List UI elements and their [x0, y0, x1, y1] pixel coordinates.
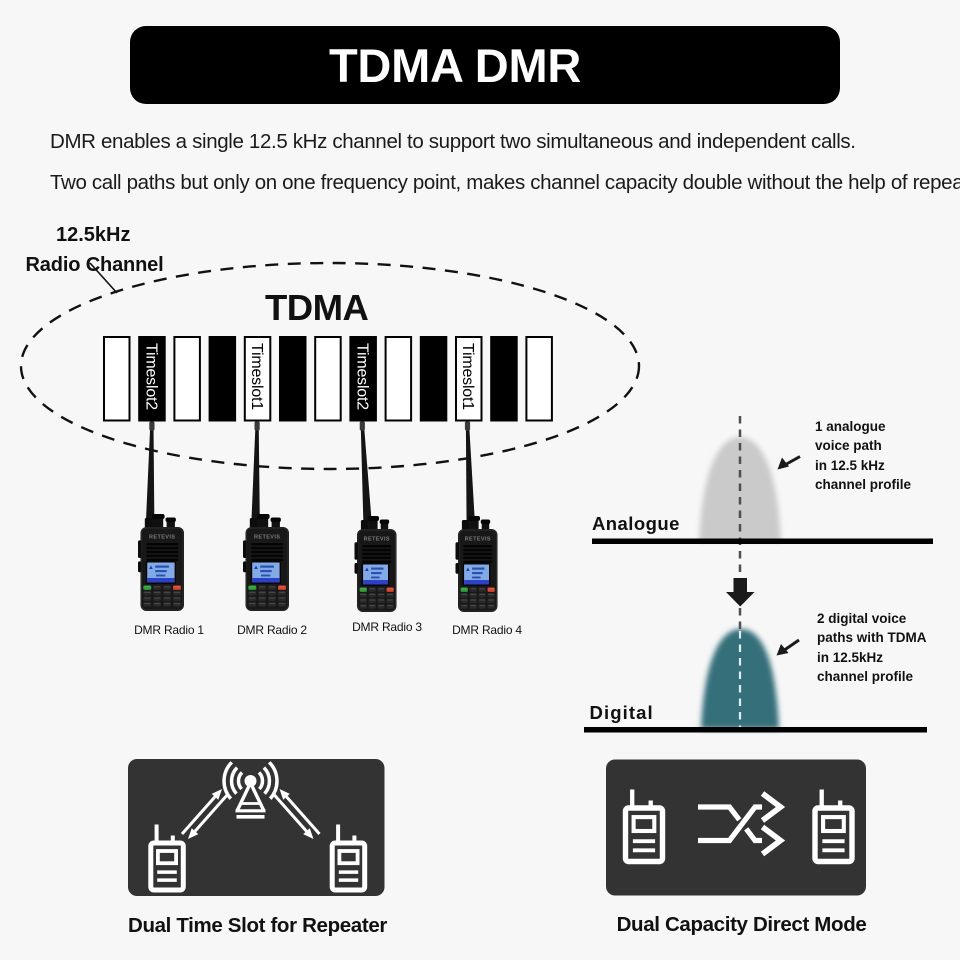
- svg-text:Timeslot1: Timeslot1: [248, 343, 265, 410]
- svg-text:RETEVIS: RETEVIS: [254, 535, 280, 541]
- svg-text:RETEVIS: RETEVIS: [364, 537, 390, 543]
- svg-text:Timeslot2: Timeslot2: [142, 343, 159, 410]
- svg-text:Timeslot1: Timeslot1: [459, 343, 476, 410]
- svg-text:RETEVIS: RETEVIS: [465, 537, 491, 543]
- svg-text:Timeslot2: Timeslot2: [354, 343, 371, 410]
- svg-text:RETEVIS: RETEVIS: [149, 535, 175, 541]
